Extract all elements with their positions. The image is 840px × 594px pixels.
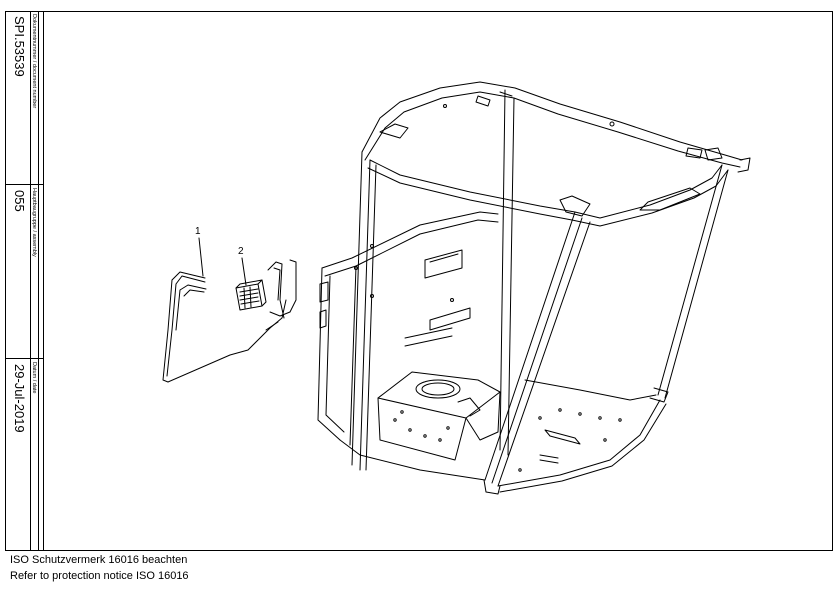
rear-pillars bbox=[351, 89, 515, 471]
drawing-frame bbox=[5, 11, 833, 551]
cab-roof-frame bbox=[361, 81, 751, 227]
item-1-wiring-harness bbox=[162, 271, 287, 383]
item-2-control-module bbox=[235, 259, 297, 319]
rear-wall-panel bbox=[317, 211, 499, 446]
footer-notice-german: ISO Schutzvermerk 16016 beachten bbox=[10, 554, 188, 566]
cab-floor bbox=[339, 379, 669, 493]
callout-leaders bbox=[198, 237, 247, 286]
title-block-separator-2 bbox=[5, 358, 44, 359]
title-block: Dokumentnummer / document number Hauptba… bbox=[5, 11, 44, 551]
title-block-divider-c bbox=[43, 11, 44, 551]
title-block-separator-1 bbox=[5, 184, 44, 185]
seat-base-box bbox=[377, 371, 501, 461]
callout-item-2: 2 bbox=[238, 246, 244, 257]
title-block-divider-b bbox=[38, 11, 39, 551]
footer-notice-english: Refer to protection notice ISO 16016 bbox=[10, 570, 189, 582]
callout-item-1: 1 bbox=[195, 226, 201, 237]
front-pillars bbox=[483, 164, 729, 495]
title-block-divider-a bbox=[30, 11, 31, 551]
